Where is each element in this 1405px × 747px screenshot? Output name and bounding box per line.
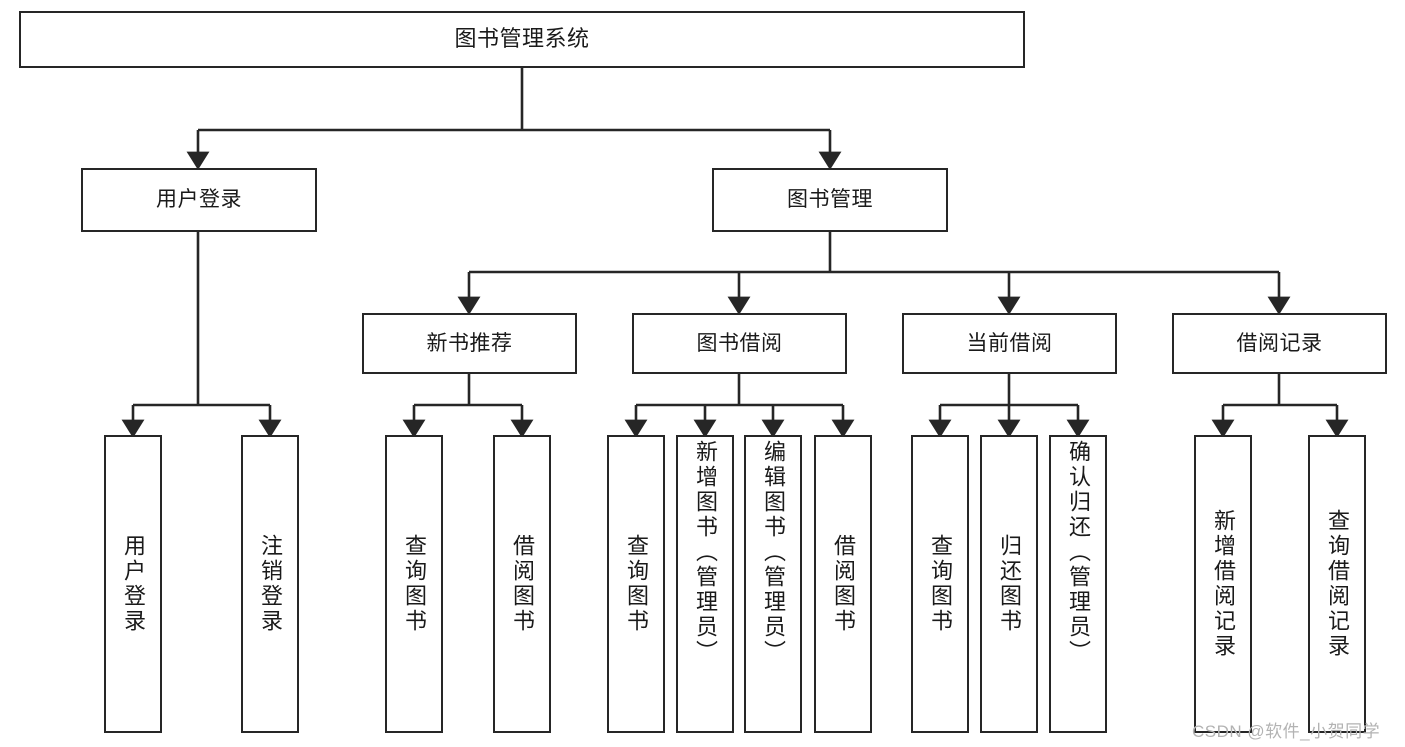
node-label: 借阅图书	[510, 534, 535, 634]
node-label: 查询图书	[624, 534, 649, 634]
node-new-book-recommend[interactable]: 新书推荐	[362, 313, 577, 374]
leaf-edit-book-admin[interactable]: 编辑图书（管理员）	[744, 435, 802, 733]
node-user-login[interactable]: 用户登录	[81, 168, 317, 232]
leaf-add-borrow-record[interactable]: 新增借阅记录	[1194, 435, 1252, 733]
node-label: 新增图书（管理员）	[693, 440, 718, 665]
node-label: 编辑图书（管理员）	[761, 440, 786, 665]
node-label: 归还图书	[997, 534, 1022, 634]
node-label: 查询借阅记录	[1325, 509, 1350, 659]
leaf-query-book-borrow[interactable]: 查询图书	[607, 435, 665, 733]
leaf-query-borrow-record[interactable]: 查询借阅记录	[1308, 435, 1366, 733]
node-label: 图书管理	[787, 188, 873, 212]
node-book-management[interactable]: 图书管理	[712, 168, 948, 232]
node-book-borrow[interactable]: 图书借阅	[632, 313, 847, 374]
node-label: 图书管理系统	[454, 26, 590, 52]
node-label: 查询图书	[402, 534, 427, 634]
node-label: 注销登录	[258, 534, 283, 634]
node-label: 借阅记录	[1236, 331, 1323, 355]
node-label: 新书推荐	[426, 331, 513, 355]
leaf-query-book-current[interactable]: 查询图书	[911, 435, 969, 733]
leaf-user-login[interactable]: 用户登录	[104, 435, 162, 733]
node-label: 确认归还（管理员）	[1066, 440, 1091, 665]
node-label: 用户登录	[156, 188, 242, 212]
csdn-watermark: CSDN @软件_小贺同学	[1192, 722, 1381, 741]
node-borrow-record[interactable]: 借阅记录	[1172, 313, 1387, 374]
leaf-return-book[interactable]: 归还图书	[980, 435, 1038, 733]
node-current-borrow[interactable]: 当前借阅	[902, 313, 1117, 374]
leaf-add-book-admin[interactable]: 新增图书（管理员）	[676, 435, 734, 733]
node-label: 新增借阅记录	[1211, 509, 1236, 659]
node-root-system[interactable]: 图书管理系统	[19, 11, 1025, 68]
leaf-logout[interactable]: 注销登录	[241, 435, 299, 733]
node-label: 借阅图书	[831, 534, 856, 634]
node-label: 用户登录	[121, 534, 146, 634]
leaf-confirm-return-admin[interactable]: 确认归还（管理员）	[1049, 435, 1107, 733]
leaf-borrow-book-recommend[interactable]: 借阅图书	[493, 435, 551, 733]
node-label: 查询图书	[928, 534, 953, 634]
leaf-borrow-book[interactable]: 借阅图书	[814, 435, 872, 733]
leaf-query-book-recommend[interactable]: 查询图书	[385, 435, 443, 733]
node-label: 当前借阅	[966, 331, 1053, 355]
node-label: 图书借阅	[696, 331, 783, 355]
